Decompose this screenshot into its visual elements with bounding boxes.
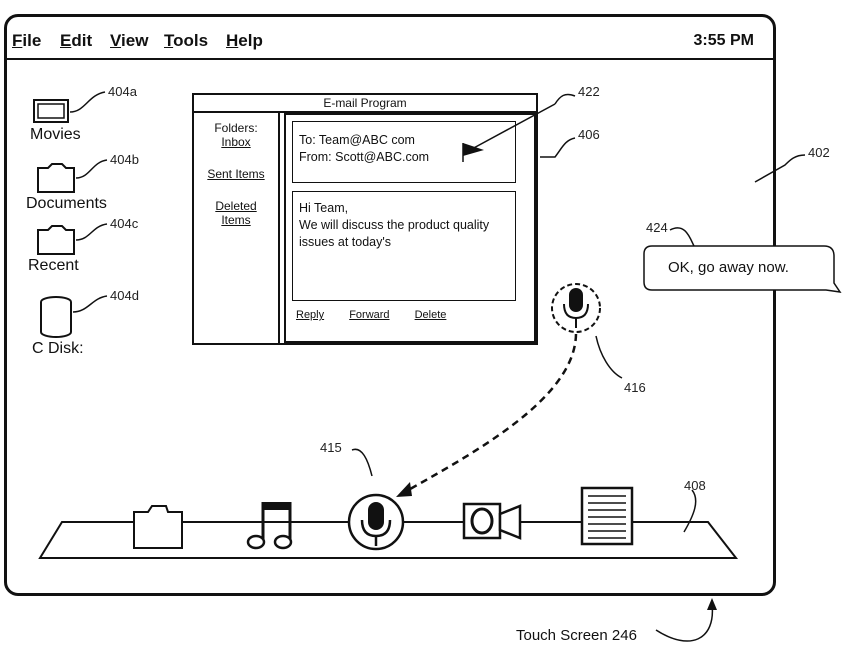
documents-label: Documents xyxy=(26,195,107,212)
clock: 3:55 PM xyxy=(693,32,754,49)
dock-microphone-icon[interactable] xyxy=(347,493,405,551)
disk-label: C Disk: xyxy=(32,340,84,357)
message-actions: Reply Forward Delete xyxy=(296,309,468,321)
ref-416: 416 xyxy=(624,380,646,395)
speech-bubble-text: OK, go away now. xyxy=(668,259,789,276)
ref-408: 408 xyxy=(684,478,706,493)
ref-415: 415 xyxy=(320,440,342,455)
body-line-1: Hi Team, xyxy=(299,201,349,215)
ref-404b: 404b xyxy=(110,152,139,167)
video-camera-icon[interactable] xyxy=(462,502,522,540)
flag-icon[interactable] xyxy=(462,143,484,162)
message-body[interactable]: Hi Team, We will discuss the product qua… xyxy=(292,191,516,301)
message-pane: To: Team@ABC com From: Scott@ABC.com Hi … xyxy=(284,113,536,343)
to-field: To: Team@ABC com xyxy=(299,133,415,147)
movies-icon[interactable] xyxy=(33,99,69,123)
reply-link[interactable]: Reply xyxy=(296,309,325,321)
menu-tools[interactable]: Tools xyxy=(164,31,209,50)
folders-pane: Folders: Inbox Sent Items Deleted Items xyxy=(194,113,280,343)
speech-bubble xyxy=(643,245,842,293)
recent-label: Recent xyxy=(28,257,79,274)
body-line-2: We will discuss the product quality xyxy=(299,218,490,232)
from-field: From: Scott@ABC.com xyxy=(299,150,430,164)
dock-folder-icon[interactable] xyxy=(133,505,183,549)
ref-406: 406 xyxy=(578,127,600,142)
floating-microphone-icon[interactable] xyxy=(551,283,601,333)
delete-link[interactable]: Delete xyxy=(414,309,447,321)
forward-link[interactable]: Forward xyxy=(349,309,390,321)
menu-help[interactable]: Help xyxy=(226,31,263,50)
movies-label: Movies xyxy=(30,126,81,143)
ref-404d: 404d xyxy=(110,288,139,303)
email-title: E-mail Program xyxy=(194,95,536,113)
touch-screen-caption: Touch Screen 246 xyxy=(516,627,637,644)
ref-402: 402 xyxy=(808,145,830,160)
ref-404c: 404c xyxy=(110,216,139,231)
ref-422: 422 xyxy=(578,84,600,99)
menu-edit[interactable]: Edit xyxy=(60,31,93,50)
document-icon[interactable] xyxy=(580,486,634,546)
documents-folder-icon[interactable] xyxy=(37,163,75,193)
ref-404a: 404a xyxy=(108,84,137,99)
email-window: E-mail Program Folders: Inbox Sent Items… xyxy=(192,93,538,345)
folders-label: Folders: xyxy=(214,121,258,135)
touch-screen-frame xyxy=(4,14,776,596)
body-line-3: issues at today's xyxy=(299,235,392,249)
folder-sent-items[interactable]: Sent Items xyxy=(207,167,265,181)
message-header: To: Team@ABC com From: Scott@ABC.com xyxy=(292,121,516,183)
recent-folder-icon[interactable] xyxy=(37,225,75,255)
music-note-icon[interactable] xyxy=(246,502,293,550)
folder-deleted-items[interactable]: Deleted Items xyxy=(215,199,257,227)
ref-424: 424 xyxy=(646,220,668,235)
disk-icon[interactable] xyxy=(40,296,72,338)
folder-inbox[interactable]: Inbox xyxy=(221,135,251,149)
menu-bar: File Edit View Tools Help 3:55 PM xyxy=(6,25,774,60)
menu-view[interactable]: View xyxy=(110,31,149,50)
menu-file[interactable]: File xyxy=(12,31,42,50)
